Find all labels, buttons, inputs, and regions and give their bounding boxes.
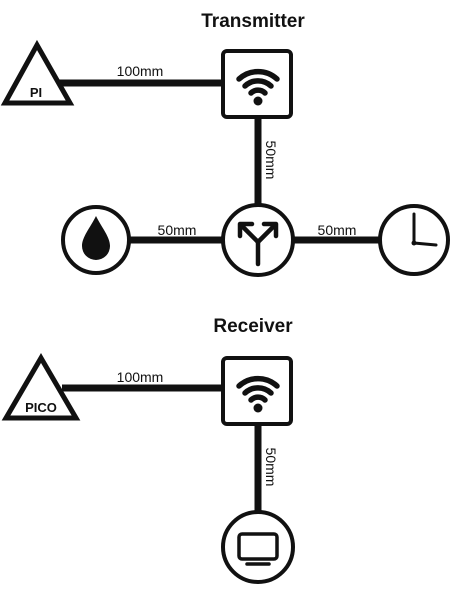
transmitter-edge-label-right: 50mm <box>318 222 357 238</box>
receiver-edge-label-top: 100mm <box>117 369 164 385</box>
transmitter-hub-node <box>221 203 295 277</box>
transmitter-wifi-node <box>221 49 293 119</box>
monitor-output-node <box>221 510 295 584</box>
wifi-icon <box>236 68 280 106</box>
clock-icon <box>411 212 438 247</box>
transmitter-title: Transmitter <box>201 11 305 32</box>
receiver-section: Receiver 100mm 50mm PICO <box>1 316 295 584</box>
wifi-icon <box>236 375 280 413</box>
water-sensor-node <box>61 205 131 275</box>
water-drop-icon <box>82 216 110 260</box>
monitor-icon <box>237 532 279 566</box>
pico-source-node: PICO <box>1 353 81 421</box>
receiver-wifi-node <box>221 356 293 426</box>
transmitter-edge-label-top: 100mm <box>117 63 164 79</box>
triangle-icon <box>1 353 81 421</box>
receiver-edge-label-vertical: 50mm <box>263 448 279 487</box>
receiver-title: Receiver <box>213 316 293 337</box>
transmitter-edge-label-left: 50mm <box>158 222 197 238</box>
pi-source-node: PI <box>0 39 75 106</box>
transmitter-edge-label-vertical: 50mm <box>263 141 279 180</box>
triangle-icon <box>0 39 75 106</box>
fork-arrows-icon <box>237 221 279 267</box>
pico-label: PICO <box>25 400 57 415</box>
clock-node <box>378 204 450 276</box>
transmitter-section: Transmitter 100mm 50mm 50mm 50mm PI <box>0 11 450 277</box>
pi-label: PI <box>30 85 42 100</box>
